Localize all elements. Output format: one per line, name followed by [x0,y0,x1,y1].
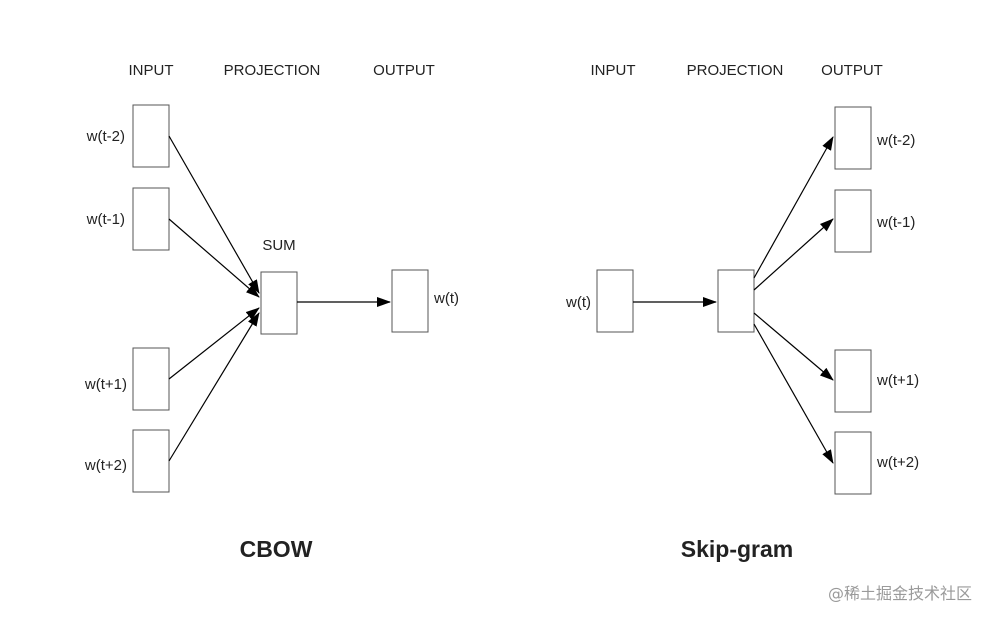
skipgram-output-box-t+2 [834,431,872,495]
skipgram-output-box-t+1 [834,349,872,413]
skipgram-output-box-t-1 [834,189,872,253]
skipgram-diagram: INPUT PROJECTION OUTPUT w(t) w(t-2) w(t-… [565,62,919,562]
cbow-output-box [391,269,429,333]
cbow-diagram: INPUT PROJECTION OUTPUT w(t-2) w(t-1) w(… [84,62,459,562]
cbow-input-label-t+2: w(t+2) [84,457,127,474]
skipgram-output-label-t-1: w(t-1) [876,214,915,231]
cbow-input-box-t-1 [132,187,170,251]
watermark: @稀土掘金技术社区 [828,584,972,603]
skipgram-output-label-t+1: w(t+1) [876,372,919,389]
skipgram-projection-box [717,269,755,333]
cbow-arrow-t+2 [168,312,260,462]
cbow-arrow-t-2 [168,135,260,294]
skipgram-projection-header: PROJECTION [687,62,784,79]
skipgram-output-header: OUTPUT [821,62,883,79]
skipgram-arrow-t+1 [753,312,834,381]
cbow-input-box-t-2 [132,104,170,168]
skipgram-input-box [596,269,634,333]
skipgram-arrow-t-1 [753,218,834,291]
cbow-sum-label: SUM [262,237,295,254]
skipgram-arrow-t+2 [753,323,834,464]
skipgram-title: Skip-gram [681,536,793,562]
cbow-title: CBOW [240,536,313,562]
skipgram-output-box-t-2 [834,106,872,170]
skipgram-arrow-t-2 [753,136,834,279]
cbow-input-label-t-1: w(t-1) [86,211,125,228]
cbow-output-header: OUTPUT [373,62,435,79]
cbow-output-label: w(t) [433,290,459,307]
cbow-projection-box [260,271,298,335]
skipgram-output-label-t-2: w(t-2) [876,132,915,149]
skipgram-output-label-t+2: w(t+2) [876,454,919,471]
cbow-input-box-t+1 [132,347,170,411]
cbow-input-label-t-2: w(t-2) [86,128,125,145]
cbow-arrow-t-1 [168,218,260,298]
cbow-projection-header: PROJECTION [224,62,321,79]
cbow-input-label-t+1: w(t+1) [84,376,127,393]
skipgram-input-header: INPUT [591,62,636,79]
cbow-input-header: INPUT [129,62,174,79]
skipgram-input-label: w(t) [565,294,591,311]
cbow-arrow-t+1 [168,307,260,380]
cbow-input-box-t+2 [132,429,170,493]
